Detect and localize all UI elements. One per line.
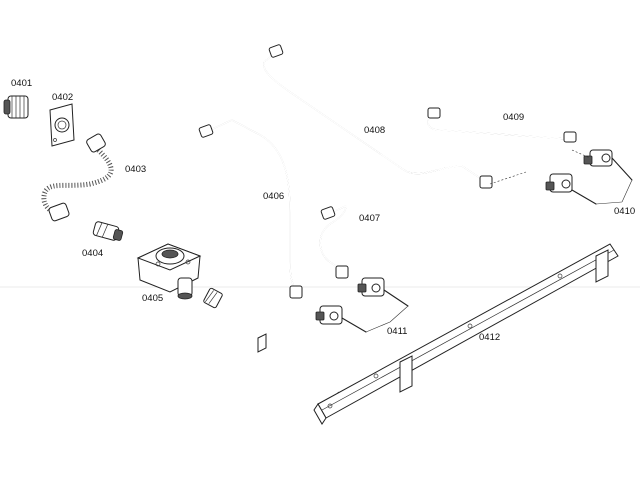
label-0406: 0406 [263, 191, 284, 202]
label-0410: 0410 [614, 206, 635, 217]
leader-lines [365, 149, 633, 333]
label-0408: 0408 [364, 125, 385, 136]
gas-valve-0411-b[interactable] [315, 305, 367, 333]
label-0401: 0401 [11, 78, 32, 89]
flexible-hose-0403[interactable] [41, 133, 114, 222]
gasket-plate-0402[interactable] [49, 103, 75, 147]
pressure-regulator-0405[interactable] [136, 243, 202, 300]
label-0407: 0407 [359, 213, 380, 224]
label-0412: 0412 [479, 332, 500, 343]
gas-valve-0410-b[interactable] [545, 173, 597, 205]
fitting-0401[interactable] [3, 95, 29, 119]
gas-manifold-0412[interactable] [203, 243, 619, 425]
label-0403: 0403 [125, 164, 146, 175]
gas-tube-0409[interactable] [427, 107, 577, 143]
label-0411: 0411 [387, 326, 407, 337]
gas-valve-0410-a[interactable] [583, 149, 633, 181]
gas-tube-0406[interactable] [198, 119, 303, 299]
label-0404: 0404 [82, 248, 103, 259]
connector-0404[interactable] [92, 221, 124, 241]
gas-valve-0411-a[interactable] [357, 277, 409, 307]
label-0409: 0409 [503, 112, 524, 123]
label-0402: 0402 [52, 92, 73, 103]
gas-tube-0407[interactable] [319, 204, 349, 279]
label-0405: 0405 [142, 293, 163, 304]
gas-tube-0408[interactable] [263, 44, 493, 189]
